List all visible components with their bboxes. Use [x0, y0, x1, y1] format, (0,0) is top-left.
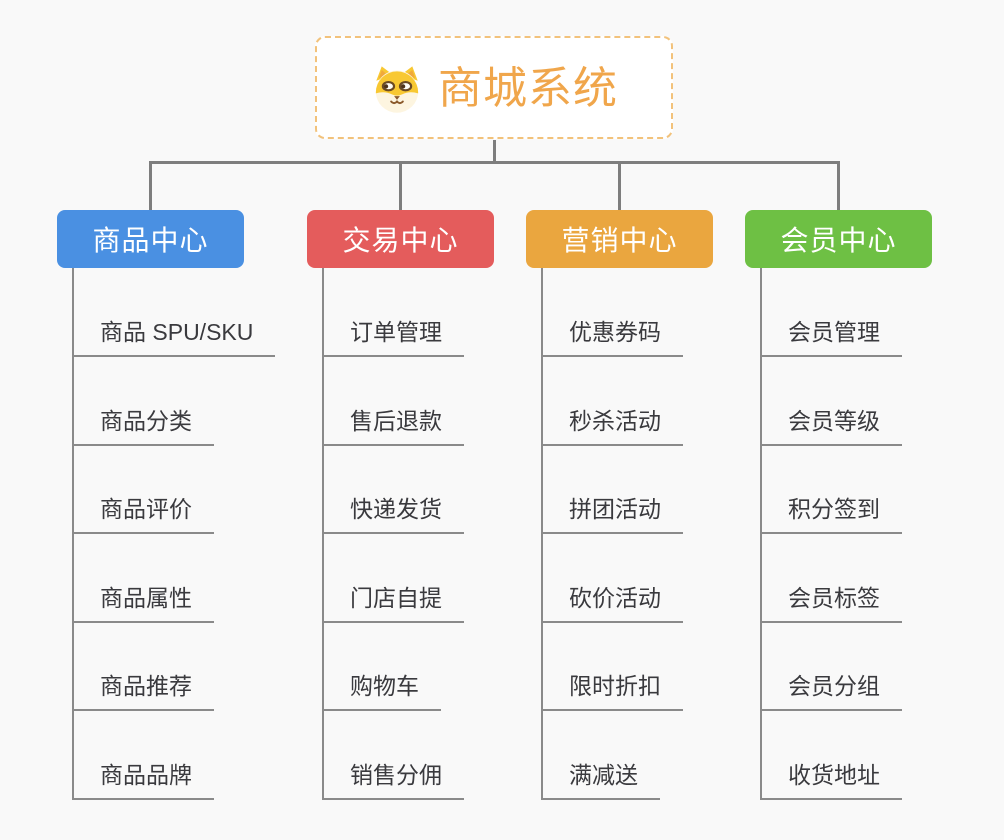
- shiba-dog-icon: [370, 62, 424, 114]
- connector-root-stem: [492, 140, 496, 163]
- branch-node-label: 营销中心: [561, 225, 678, 256]
- branch-node-1[interactable]: 交易中心: [307, 210, 494, 268]
- leaf-item[interactable]: 购物车: [322, 671, 441, 712]
- leaf-item[interactable]: 会员管理: [760, 317, 902, 357]
- connector-drop: [618, 161, 621, 210]
- leaf-item[interactable]: 销售分佣: [322, 760, 464, 800]
- connector-bus: [149, 161, 840, 164]
- leaf-item[interactable]: 商品评价: [72, 494, 214, 535]
- leaf-item[interactable]: 拼团活动: [541, 494, 683, 535]
- root-title: 商城系统: [438, 63, 618, 113]
- leaf-item[interactable]: 满减送: [541, 760, 660, 800]
- leaf-item[interactable]: 商品属性: [72, 583, 214, 623]
- leaf-item[interactable]: 积分签到: [760, 494, 902, 535]
- leaf-item[interactable]: 秒杀活动: [541, 406, 683, 446]
- leaf-item[interactable]: 商品分类: [72, 406, 214, 446]
- leaf-item[interactable]: 会员标签: [760, 583, 902, 623]
- branch-node-label: 会员中心: [780, 225, 897, 256]
- branch-node-0[interactable]: 商品中心: [57, 210, 244, 268]
- connector-drop: [399, 161, 402, 210]
- leaf-item[interactable]: 收货地址: [760, 760, 902, 800]
- leaf-item[interactable]: 限时折扣: [541, 671, 683, 712]
- branch-node-label: 商品中心: [92, 225, 209, 256]
- connector-drop: [837, 161, 840, 210]
- leaf-item[interactable]: 商品推荐: [72, 671, 214, 712]
- leaf-item[interactable]: 商品 SPU/SKU: [72, 317, 276, 357]
- branch-node-label: 交易中心: [342, 225, 459, 256]
- branch-node-2[interactable]: 营销中心: [526, 210, 713, 268]
- leaf-item[interactable]: 会员分组: [760, 671, 902, 712]
- leaf-item[interactable]: 砍价活动: [541, 583, 683, 623]
- root-node[interactable]: 商城系统: [315, 36, 673, 139]
- leaf-item[interactable]: 优惠券码: [541, 317, 683, 357]
- leaf-item[interactable]: 会员等级: [760, 406, 902, 446]
- branch-node-3[interactable]: 会员中心: [745, 210, 932, 268]
- leaf-item[interactable]: 订单管理: [322, 317, 464, 357]
- connector-drop: [149, 161, 152, 210]
- leaf-item[interactable]: 门店自提: [322, 583, 464, 623]
- leaf-item[interactable]: 商品品牌: [72, 760, 214, 800]
- leaf-item[interactable]: 快递发货: [322, 494, 464, 535]
- leaf-item[interactable]: 售后退款: [322, 406, 464, 446]
